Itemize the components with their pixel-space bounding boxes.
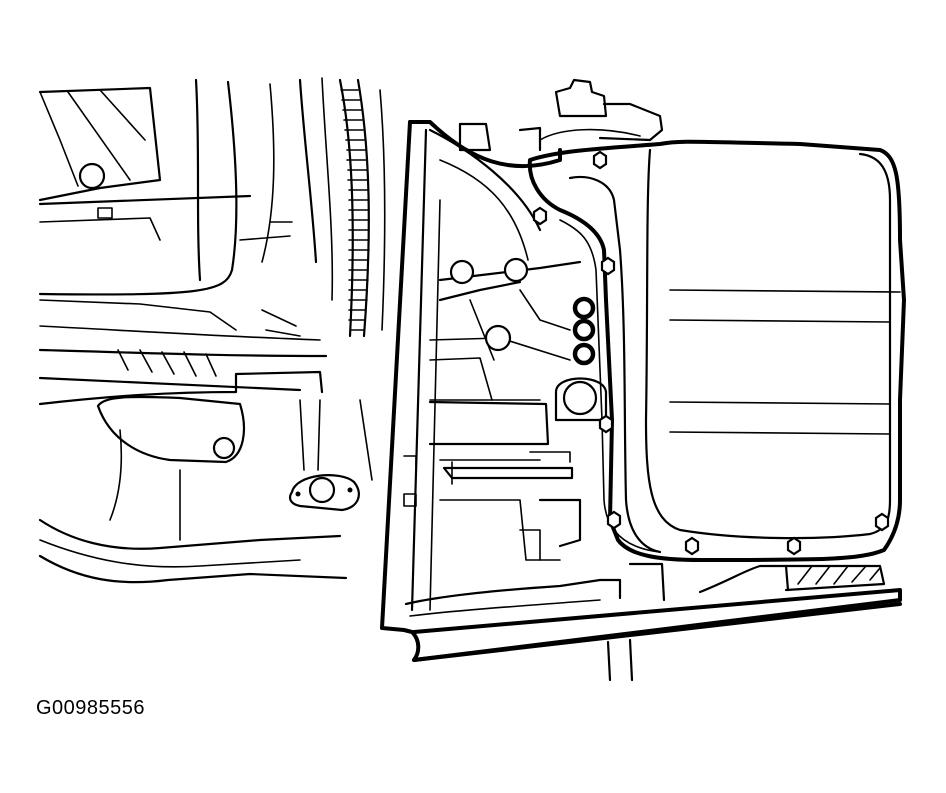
flange-opening xyxy=(308,476,336,504)
transaxle-case xyxy=(380,78,664,632)
boss-bolt-hole xyxy=(212,436,236,460)
pan-bolt xyxy=(592,150,608,170)
case-bolt xyxy=(503,257,529,283)
marked-bolt-1 xyxy=(572,296,596,320)
pan-bolt xyxy=(600,256,616,276)
bracket-bolt-hole xyxy=(78,162,106,190)
pan-bolt xyxy=(786,536,802,556)
marked-bolt-3 xyxy=(572,342,596,366)
pan-bolt xyxy=(532,206,548,226)
case-bolt xyxy=(484,324,512,352)
pan-bolt xyxy=(874,512,890,532)
oil-pan xyxy=(527,139,906,562)
drain-plug xyxy=(562,380,598,416)
figure-code: G00985556 xyxy=(36,697,146,719)
crossmember xyxy=(402,562,902,682)
engine-block xyxy=(38,77,373,584)
pan-bolt xyxy=(598,414,614,434)
pan-bolt xyxy=(606,510,622,530)
flywheel-ring-gear xyxy=(338,78,386,338)
case-bolt xyxy=(449,259,475,285)
marked-bolt-2 xyxy=(572,318,596,342)
pan-bolt xyxy=(684,536,700,556)
